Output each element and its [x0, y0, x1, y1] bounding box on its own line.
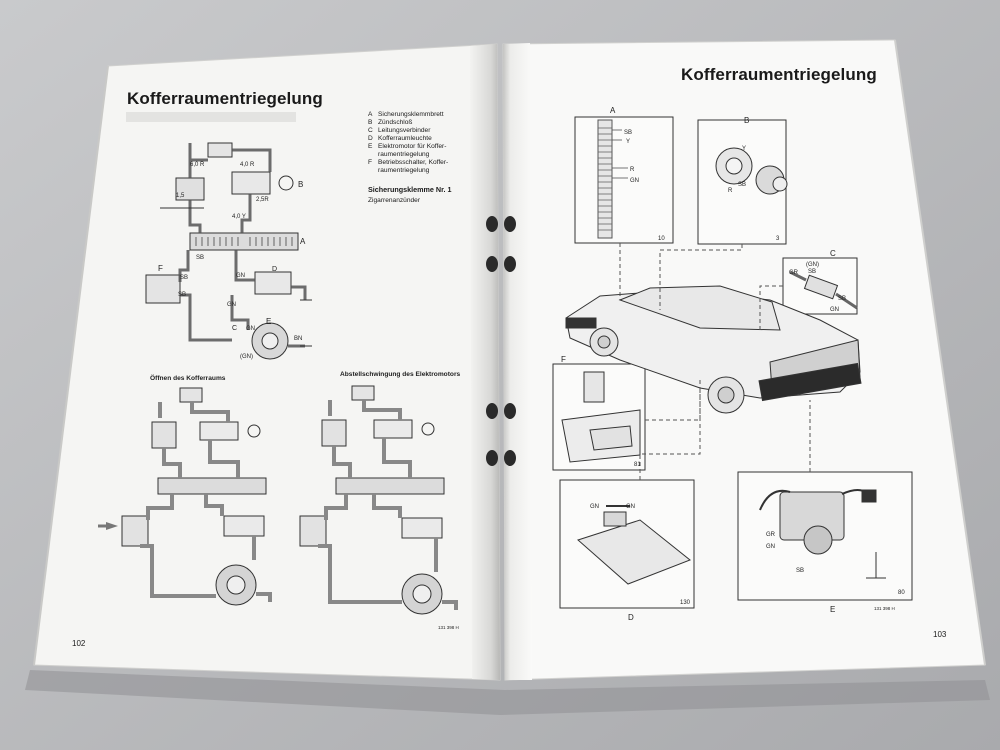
- fuse-text: Zigarrenanzünder: [368, 197, 421, 204]
- left-page-number: 102: [72, 639, 86, 648]
- callout-f: F: [158, 264, 163, 273]
- callout-c: C: [232, 325, 237, 332]
- panel-d-trunk-light: [559, 479, 695, 609]
- legend-item: C Leitungsverbinder: [368, 127, 448, 135]
- b-y: Y: [742, 146, 746, 152]
- right-page-number: 103: [933, 630, 947, 639]
- legend-key: D: [368, 135, 373, 142]
- panel-b-ignition-switch: [697, 119, 788, 245]
- c-gr: GR: [789, 270, 799, 276]
- legend-item: raumentriegelung: [368, 167, 448, 175]
- callout-e: E: [266, 317, 271, 326]
- e-sb: SB: [796, 568, 804, 574]
- wire-label-gn3: GN: [246, 326, 255, 332]
- right-figure-code: 131 398 H: [874, 606, 895, 611]
- callout-b-right: B: [744, 116, 749, 125]
- b-sb: SB: [738, 182, 746, 188]
- wire-label-sb3: SB: [178, 292, 186, 298]
- callout-f-right: F: [561, 355, 566, 364]
- b-num: 3: [776, 236, 780, 242]
- wire-label-gn1: GN: [236, 273, 245, 279]
- fuse-heading: Sicherungsklemme Nr. 1: [368, 185, 452, 194]
- diagram3-title: Abstellschwingung des Elektromotors: [340, 371, 461, 378]
- diagram1-labels: 6,0 R 4,0 R 2,5R 4,0 Y 1,5 A B C D E F S…: [158, 162, 306, 360]
- callout-a-right: A: [610, 106, 616, 115]
- d-gn2: GN: [626, 504, 635, 510]
- a-y: Y: [626, 139, 630, 145]
- d-gn1: GN: [590, 504, 599, 510]
- c-gn-top: (GN): [806, 262, 819, 268]
- wiring-diagram-shutoff: [299, 385, 458, 615]
- wire-label-bn: BN: [294, 336, 302, 342]
- wiring-diagram-main: [126, 112, 312, 360]
- legend-key: A: [368, 111, 373, 118]
- c-sb-top: SB: [808, 269, 816, 275]
- legend-text: Sicherungsklemmbrett: [378, 111, 444, 118]
- left-figure-code: 131 398 H: [438, 625, 459, 630]
- legend-item: D Kofferraumleuchte: [368, 135, 448, 143]
- f-num: 81: [634, 462, 641, 468]
- wire-label-sb1: SB: [196, 255, 204, 261]
- legend-text: raumentriegelung: [378, 167, 430, 174]
- callout-b: B: [298, 180, 303, 189]
- legend-text: Elektromotor für Koffer-: [378, 143, 447, 150]
- a-num: 10: [658, 236, 665, 242]
- punch-holes: [486, 216, 516, 466]
- callout-e-right: E: [830, 605, 835, 614]
- e-gr: GR: [766, 532, 776, 538]
- wire-label-sb2: SB: [180, 275, 188, 281]
- left-page-title: Kofferraumentriegelung: [127, 89, 323, 108]
- c-gn: GN: [830, 307, 839, 313]
- wire-label-w2: 4,0 R: [240, 162, 255, 168]
- legend-item: raumentriegelung: [368, 151, 448, 159]
- a-r: R: [630, 167, 635, 173]
- legend-text: Kofferraumleuchte: [378, 135, 432, 142]
- c-sb: SB: [838, 296, 846, 302]
- wire-label-w1: 6,0 R: [190, 162, 205, 168]
- callout-a: A: [300, 237, 306, 246]
- e-num: 80: [898, 590, 905, 596]
- legend-list: A Sicherungsklemmbrett B Zündschloß C Leitu…: [368, 111, 448, 175]
- callout-c-right: C: [830, 249, 836, 258]
- wire-label-w4: 4,0 Y: [232, 214, 246, 220]
- legend-text: Betriebsschalter, Koffer-: [378, 159, 449, 166]
- wire-label-w5: 1,5: [176, 193, 185, 199]
- d-num: 130: [680, 600, 691, 606]
- panel-c-connector: [782, 257, 858, 315]
- panel-a-fuse-box: [574, 116, 674, 244]
- b-r: R: [728, 188, 733, 194]
- wire-label-gn2: GN: [227, 302, 236, 308]
- callout-d-right: D: [628, 613, 634, 622]
- legend-text: Leitungsverbinder: [378, 127, 431, 134]
- leader-lines: [619, 243, 811, 480]
- a-sb: SB: [624, 130, 632, 136]
- right-callouts: A SB Y R GN 10 B Y R SB 3 C (GN) SB GR S…: [561, 106, 905, 622]
- left-page: [33, 43, 501, 681]
- legend-item: F Betriebsschalter, Koffer-: [368, 159, 448, 167]
- panel-f-trunk-switch: [552, 363, 646, 471]
- e-gn: GN: [766, 544, 775, 550]
- wiring-diagram-opening: [98, 387, 272, 606]
- legend-text: Zündschloß: [378, 119, 413, 126]
- right-page-title: Kofferraumentriegelung: [681, 65, 877, 84]
- legend-item: A Sicherungsklemmbrett: [368, 111, 448, 119]
- legend-key: B: [368, 119, 373, 126]
- legend-key: C: [368, 127, 373, 134]
- wire-label-gn4: (GN): [240, 354, 253, 360]
- a-gn: GN: [630, 178, 639, 184]
- wire-label-w3: 2,5R: [256, 197, 269, 203]
- diagram2-title: Öffnen des Kofferraums: [150, 373, 226, 382]
- legend-item: B Zündschloß: [368, 119, 448, 127]
- callout-d: D: [272, 266, 277, 273]
- legend-key: F: [368, 159, 373, 166]
- legend-text: raumentriegelung: [378, 151, 430, 158]
- legend-item: E Elektromotor für Koffer-: [368, 143, 448, 151]
- panel-e-motor: [737, 471, 913, 601]
- legend-key: E: [368, 143, 373, 150]
